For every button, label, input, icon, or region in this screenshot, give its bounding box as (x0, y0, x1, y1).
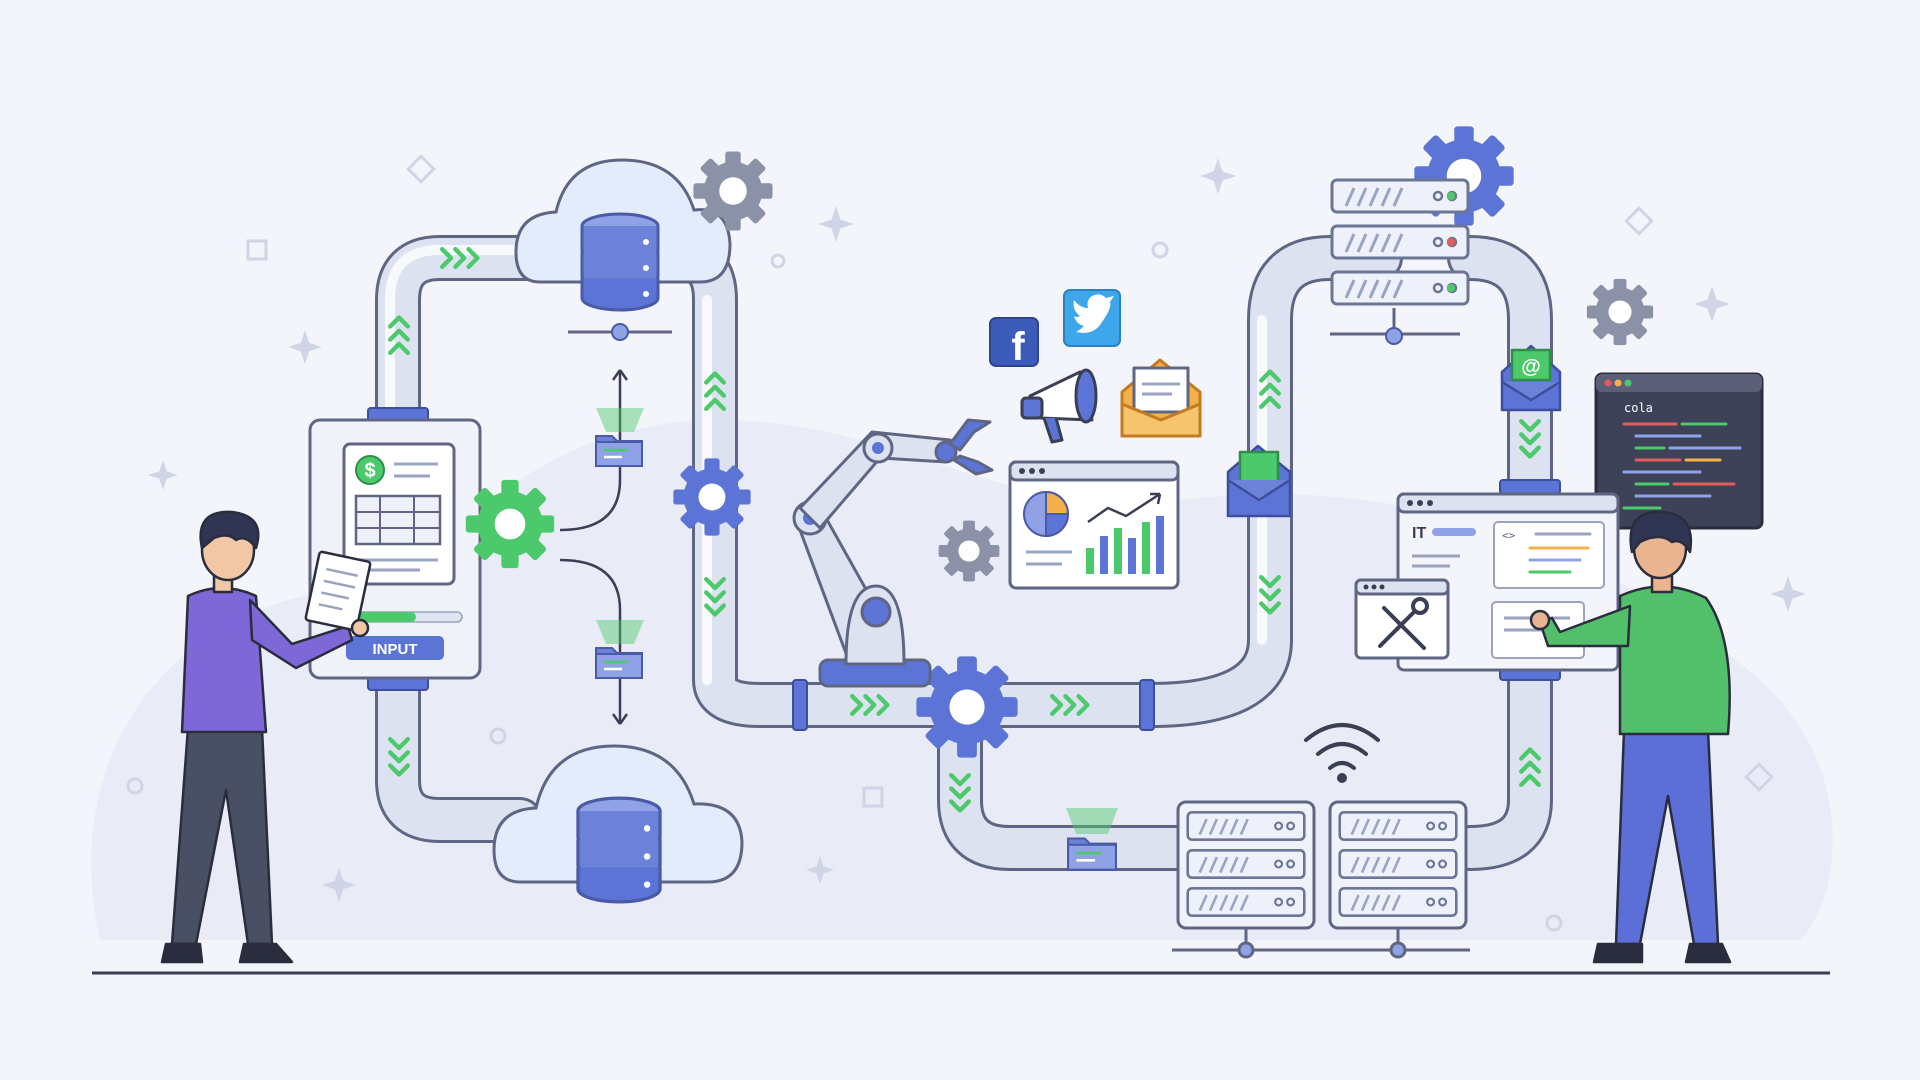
invoice-table (354, 494, 442, 546)
input-terminal: $ INPUT (308, 418, 555, 680)
sparkle-icon (288, 330, 322, 364)
sparkle-icon (818, 206, 854, 242)
person-torso (1618, 585, 1731, 736)
sparkle-icon (1770, 576, 1806, 612)
person-arm (248, 598, 354, 670)
robot-arm-icon (792, 418, 994, 688)
gear-icon (673, 458, 751, 536)
gear-icon (1586, 278, 1654, 346)
data-glow (596, 408, 1118, 834)
diamond-shape (1744, 762, 1774, 792)
held-paper (304, 550, 372, 632)
server-rack-icon (1338, 886, 1458, 918)
person-shoe (160, 942, 204, 964)
cloud-database-bottom (492, 744, 744, 904)
person-torso (180, 586, 268, 734)
gear-icon (938, 520, 1000, 582)
facebook-icon: f (989, 317, 1039, 369)
circle-shape (126, 777, 144, 795)
analytics-window-icon (1008, 460, 1180, 590)
code-window-label: cola (1624, 401, 1653, 415)
robot-claw (948, 418, 992, 452)
wifi-icon (1304, 723, 1380, 783)
invoice-table-grid (356, 496, 440, 544)
database-icon (580, 212, 660, 312)
database-icon (576, 796, 662, 904)
facebook-letter: f (1011, 325, 1025, 369)
diamond-shape (1624, 206, 1654, 236)
input-button[interactable] (346, 636, 444, 660)
cloud-database-top (514, 158, 732, 341)
person-right (1529, 510, 1732, 964)
circle-shape (1151, 241, 1169, 259)
envelope-icon (1226, 444, 1292, 518)
person-hair (1629, 510, 1693, 554)
person-left (160, 510, 372, 964)
gear-icon (693, 151, 773, 231)
tools-window (1354, 578, 1450, 660)
envelope-icon (1120, 358, 1202, 438)
network-node (611, 323, 629, 341)
email-at-symbol: @ (1521, 356, 1541, 378)
megaphone-icon (1020, 368, 1098, 444)
server-rack-bottom-left (1176, 800, 1316, 930)
person-shoe (238, 942, 294, 964)
currency-icon (355, 455, 385, 485)
circle-shape (770, 253, 786, 269)
server-rack-top (1330, 178, 1470, 345)
person-hand (350, 618, 370, 638)
code-tag: <> (1502, 529, 1516, 542)
server-rack-bottom-right (1328, 800, 1468, 930)
robot-claw (952, 454, 994, 476)
folder-icon (1066, 837, 1118, 872)
square-shape (862, 786, 884, 808)
square-shape (246, 239, 268, 261)
input-button-label: INPUT (373, 641, 418, 658)
envelope-icon: @ (1500, 344, 1562, 412)
diamond-shape (406, 154, 436, 184)
trend-line (1087, 492, 1161, 524)
code-window-icon: cola (1594, 372, 1764, 530)
sparkle-icon (1200, 158, 1236, 194)
server-rack-icon (1186, 886, 1306, 918)
person-shoe (1684, 942, 1732, 964)
code-panel (1493, 521, 1605, 589)
person-shoe (1592, 942, 1644, 964)
person-hair (199, 510, 260, 550)
server-network (1172, 928, 1470, 959)
twitter-icon (1063, 289, 1121, 347)
circle-shape (1545, 914, 1563, 932)
data-transfer-lines (559, 369, 629, 725)
server-rack-icon (1186, 848, 1306, 880)
person-hand (1529, 609, 1551, 631)
currency-symbol: $ (364, 460, 375, 482)
bar-chart (1086, 516, 1164, 574)
robot-joint (860, 596, 892, 628)
wrench-screwdriver-icon (1378, 597, 1429, 650)
sparkle-icon (1694, 286, 1730, 322)
folder-icon (594, 646, 644, 680)
it-dashboard-window: IT <> (1396, 492, 1620, 672)
gear-icon (465, 479, 555, 569)
gear-icon (916, 656, 1018, 758)
pipes (375, 235, 1553, 871)
server-rack-icon (1338, 810, 1458, 842)
server-rack-icon (1338, 848, 1458, 880)
code-lines (1622, 422, 1742, 510)
circle-shape (489, 727, 507, 745)
robot-wrist (934, 440, 958, 464)
sparkle-icon (148, 460, 178, 490)
decorations (126, 154, 1806, 932)
it-window-label: IT (1412, 525, 1426, 542)
folder-icon (594, 434, 644, 468)
server-rack-icon (1186, 810, 1306, 842)
